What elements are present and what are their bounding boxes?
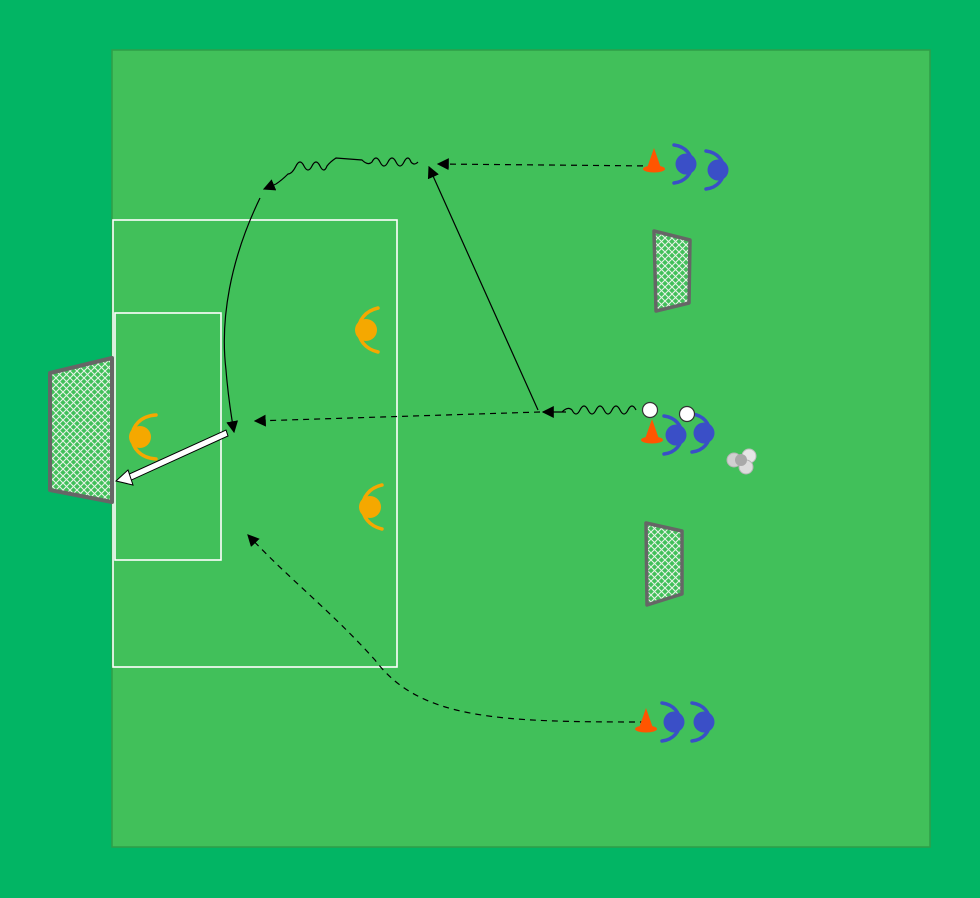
dribble-arrow-middle	[561, 405, 637, 415]
spare-balls-icon	[726, 448, 757, 475]
shot-arrow	[114, 429, 229, 486]
ball	[641, 401, 659, 419]
pitch	[111, 49, 931, 848]
pass-arrow-middle	[253, 411, 541, 427]
small-goal-bottom	[644, 521, 684, 607]
small-goal-top	[652, 229, 692, 313]
dribble-arrow-top	[275, 157, 419, 185]
dribble-arrowhead-top	[262, 179, 277, 191]
main-goal	[48, 356, 114, 504]
run-arrow-bottom	[247, 534, 647, 723]
pass-arrow-top	[436, 158, 655, 171]
ball	[678, 405, 696, 423]
run-arrow-diagonal	[427, 165, 539, 411]
run-arrow-curve	[223, 197, 261, 434]
goalkeeper	[129, 413, 158, 461]
